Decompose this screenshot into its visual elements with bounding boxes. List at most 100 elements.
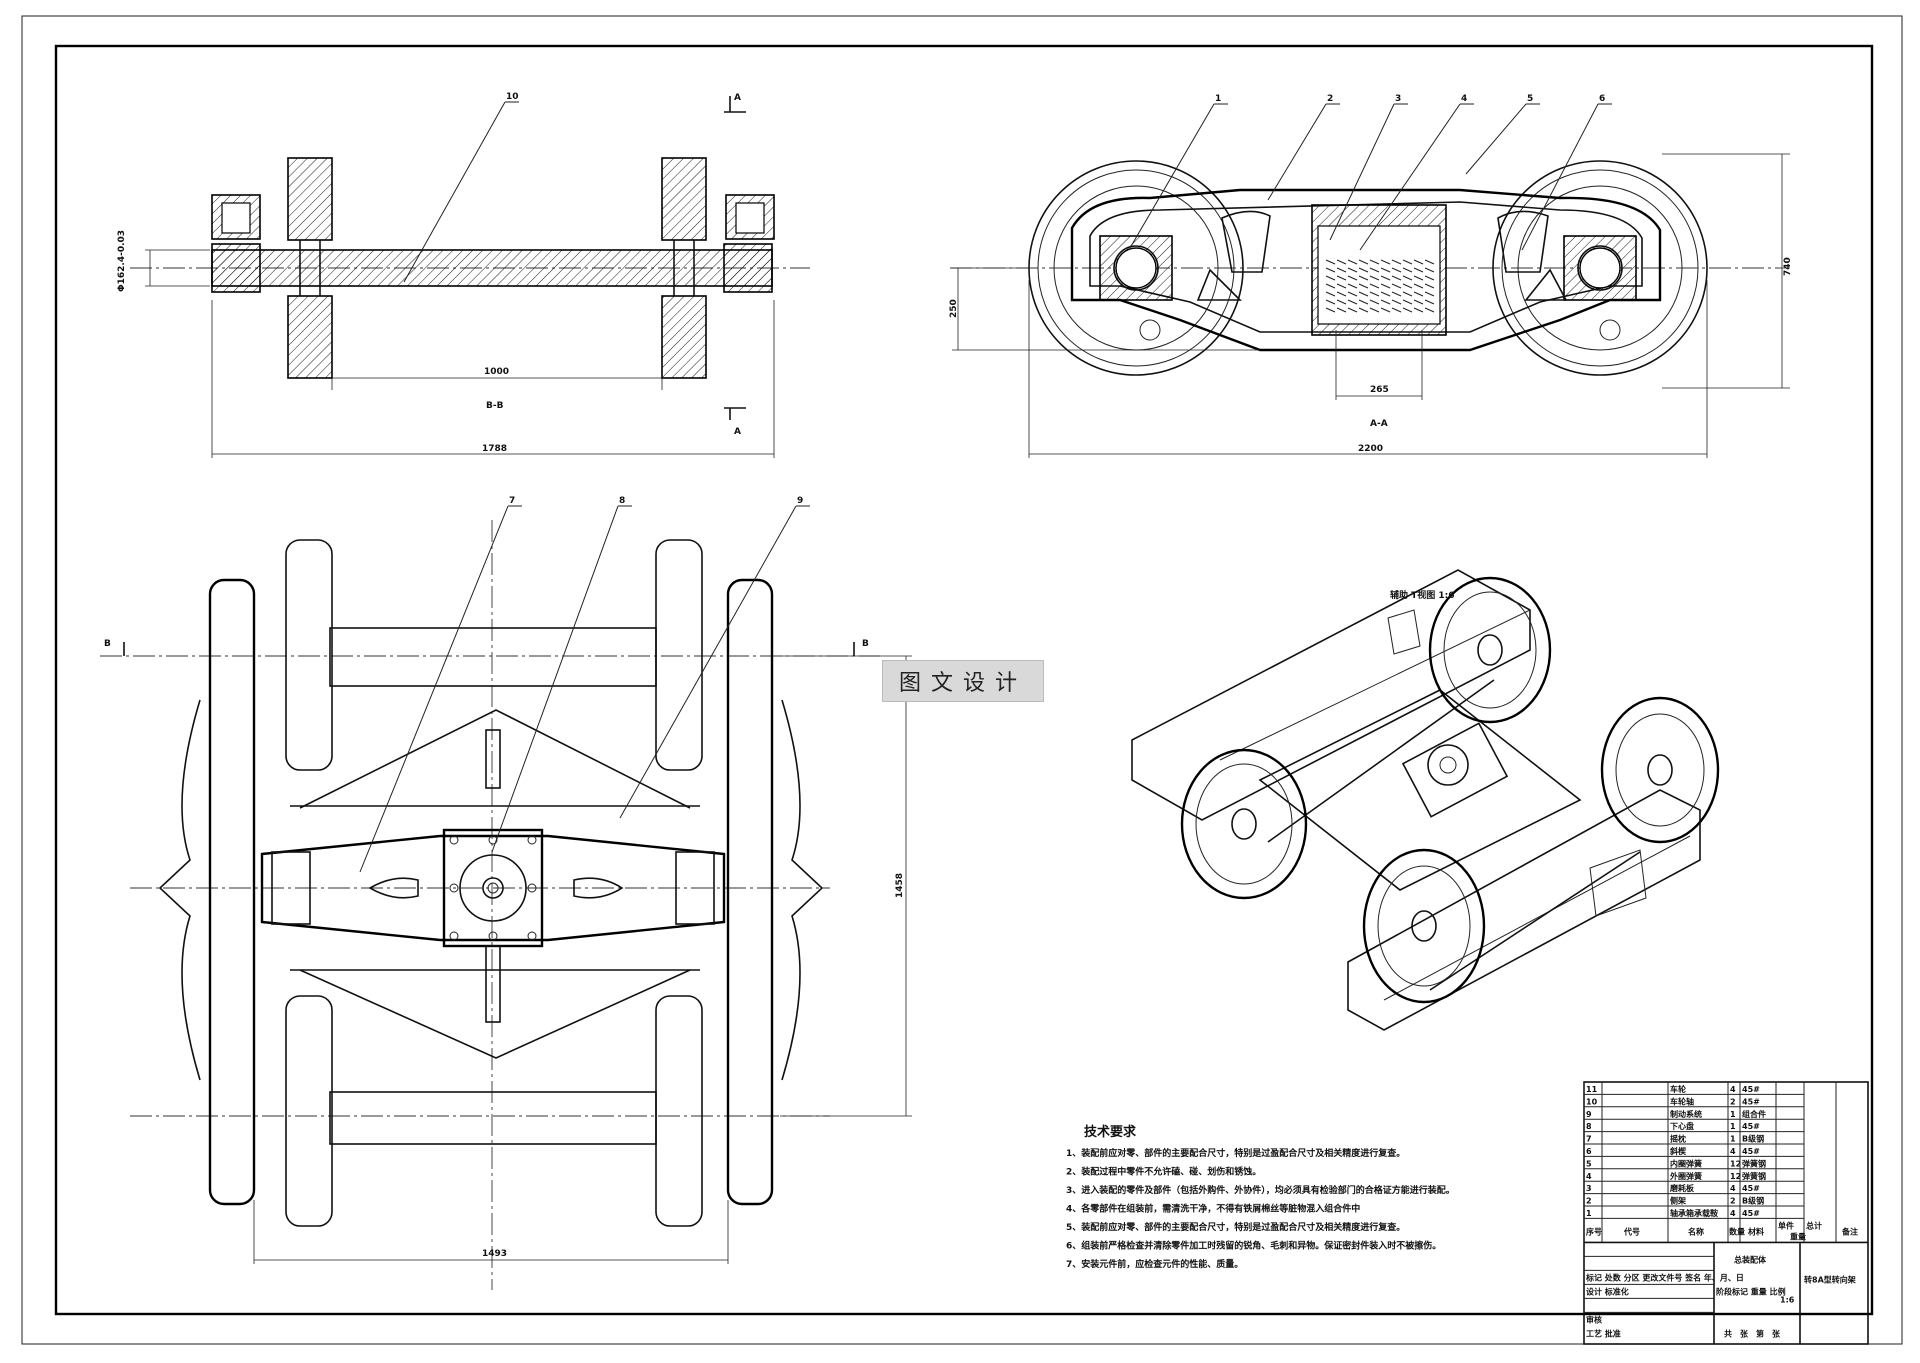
bom-header-total: 总计 bbox=[1806, 1220, 1822, 1230]
spring-coil-line bbox=[1336, 275, 1347, 281]
bom-material: 组合件 bbox=[1742, 1109, 1766, 1119]
bom-qty: 1 bbox=[1730, 1135, 1736, 1144]
balloon-2: 2 bbox=[1327, 94, 1333, 104]
aa-dim-740: 740 bbox=[1783, 257, 1793, 276]
bom-qty: 4 bbox=[1730, 1147, 1736, 1156]
note-item: 5、装配前应对零、部件的主要配合尺寸，特别是过盈配合尺寸及相关精度进行复查。 bbox=[1066, 1221, 1405, 1233]
bom-header-weight: 重量 bbox=[1790, 1231, 1806, 1241]
bolt-hole bbox=[527, 883, 537, 893]
bom-name: 下心盘 bbox=[1670, 1121, 1694, 1131]
aa-dim-250: 250 bbox=[949, 299, 959, 318]
bom-header-cell: 序号 bbox=[1586, 1226, 1602, 1236]
spring-coil-line bbox=[1325, 299, 1336, 305]
bom-no: 4 bbox=[1586, 1172, 1592, 1181]
spring-coil-line bbox=[1380, 275, 1391, 281]
spring-coil-line bbox=[1325, 291, 1336, 297]
spring-coil-line bbox=[1424, 291, 1435, 297]
tb-label-stage: 阶段标记 重量 比例 bbox=[1716, 1286, 1786, 1296]
spring-coil-line bbox=[1424, 275, 1435, 281]
balloon-leaders bbox=[359, 101, 1612, 873]
bom-qty: 4 bbox=[1730, 1184, 1736, 1193]
bom-header-cell: 备注 bbox=[1841, 1226, 1858, 1236]
balloon-10: 10 bbox=[506, 92, 519, 102]
bom-qty: 12 bbox=[1730, 1172, 1741, 1181]
bom-material: B级钢 bbox=[1742, 1196, 1764, 1206]
bom-material: 弹簧钢 bbox=[1742, 1171, 1766, 1181]
spring-coil-line bbox=[1325, 283, 1336, 289]
spring-coil-line bbox=[1424, 259, 1435, 265]
bom-no: 6 bbox=[1586, 1147, 1592, 1156]
balloon-8: 8 bbox=[619, 496, 625, 506]
spring-coil-line bbox=[1380, 259, 1391, 265]
note-item: 3、进入装配的零件及部件（包括外购件、外协件），均必须具有检验部门的合格证方能进… bbox=[1066, 1184, 1455, 1196]
bom-qty: 2 bbox=[1730, 1097, 1736, 1106]
bom-name: 内圈弹簧 bbox=[1670, 1158, 1702, 1168]
spring-coil-line bbox=[1402, 275, 1413, 281]
plan-section-mark-left: B bbox=[104, 639, 111, 649]
watermark: 图文设计 bbox=[882, 660, 1044, 702]
bom-qty: 12 bbox=[1730, 1159, 1741, 1168]
spring-coil-line bbox=[1391, 259, 1402, 265]
bom-qty: 2 bbox=[1730, 1197, 1736, 1206]
aa-dimensions bbox=[952, 153, 1790, 458]
bom-header-cell: 数量 bbox=[1729, 1226, 1745, 1236]
bom-no: 7 bbox=[1586, 1135, 1592, 1144]
spring-coil-line bbox=[1424, 267, 1435, 273]
iso-view-label: 辅助 T视图 1:6 bbox=[1390, 589, 1455, 601]
aa-spring-group bbox=[1325, 259, 1435, 313]
leader-line bbox=[1521, 103, 1599, 251]
spring-coil-line bbox=[1413, 307, 1424, 313]
note-item: 6、组装前严格检查并清除零件加工时残留的锐角、毛刺和异物。保证密封件装入时不被擦… bbox=[1066, 1240, 1441, 1252]
leader-line bbox=[1129, 103, 1215, 249]
bom-name: 摇枕 bbox=[1670, 1134, 1686, 1144]
bom-material: 45# bbox=[1742, 1085, 1760, 1094]
spring-coil-line bbox=[1380, 267, 1391, 273]
bom-no: 3 bbox=[1586, 1184, 1592, 1193]
bom-name: 磨耗板 bbox=[1669, 1183, 1695, 1193]
tb-label-process: 工艺 批准 bbox=[1586, 1328, 1621, 1338]
note-item: 2、装配过程中零件不允许磕、碰、划伤和锈蚀。 bbox=[1066, 1166, 1261, 1178]
spring-coil-line bbox=[1413, 291, 1424, 297]
balloon-4: 4 bbox=[1461, 94, 1467, 104]
spring-coil-line bbox=[1347, 307, 1358, 313]
spring-coil-line bbox=[1402, 259, 1413, 265]
plan-center-plate-bolts bbox=[449, 835, 537, 941]
bom-header-single: 单件 bbox=[1778, 1220, 1794, 1230]
spring-coil-line bbox=[1369, 259, 1380, 265]
spring-coil-line bbox=[1325, 267, 1336, 273]
tb-assembly: 总装配体 bbox=[1734, 1254, 1767, 1264]
bom-name: 轴承箱承载鞍 bbox=[1670, 1208, 1718, 1218]
spring-coil-line bbox=[1402, 307, 1413, 313]
note-item: 4、各零部件在组装前，需清洗干净，不得有铁屑棉丝等脏物混入组合件中 bbox=[1066, 1203, 1360, 1215]
spring-coil-line bbox=[1358, 283, 1369, 289]
spring-coil-line bbox=[1391, 291, 1402, 297]
spring-coil-line bbox=[1336, 283, 1347, 289]
spring-coil-line bbox=[1358, 299, 1369, 305]
spring-coil-line bbox=[1347, 275, 1358, 281]
note-item: 1、装配前应对零、部件的主要配合尺寸，特别是过盈配合尺寸及相关精度进行复查。 bbox=[1066, 1147, 1405, 1159]
leader-line bbox=[1465, 103, 1527, 175]
spring-coil-line bbox=[1336, 267, 1347, 273]
spring-coil-line bbox=[1380, 299, 1391, 305]
bom-material: 45# bbox=[1742, 1209, 1760, 1218]
bb-dim-1000: 1000 bbox=[484, 367, 509, 377]
spring-coil-line bbox=[1380, 291, 1391, 297]
spring-coil-line bbox=[1347, 267, 1358, 273]
spring-coil-line bbox=[1325, 307, 1336, 313]
leader-line bbox=[619, 505, 797, 819]
spring-coil-line bbox=[1369, 283, 1380, 289]
bb-dim-1788: 1788 bbox=[482, 444, 507, 454]
spring-coil-line bbox=[1424, 307, 1435, 313]
bom-name: 斜楔 bbox=[1669, 1146, 1686, 1156]
aa-view-label: A-A bbox=[1370, 419, 1388, 429]
bom-material: 45# bbox=[1742, 1122, 1760, 1131]
spring-coil-line bbox=[1380, 307, 1391, 313]
balloon-3: 3 bbox=[1395, 94, 1401, 104]
bom-material: 45# bbox=[1742, 1147, 1760, 1156]
spring-coil-line bbox=[1358, 267, 1369, 273]
bom-name: 侧架 bbox=[1670, 1196, 1686, 1206]
tb-label-mark: 标记 处数 分区 更改文件号 签名 年、月、日 bbox=[1585, 1272, 1744, 1282]
spring-coil-line bbox=[1369, 275, 1380, 281]
bom-material: 45# bbox=[1742, 1097, 1760, 1106]
